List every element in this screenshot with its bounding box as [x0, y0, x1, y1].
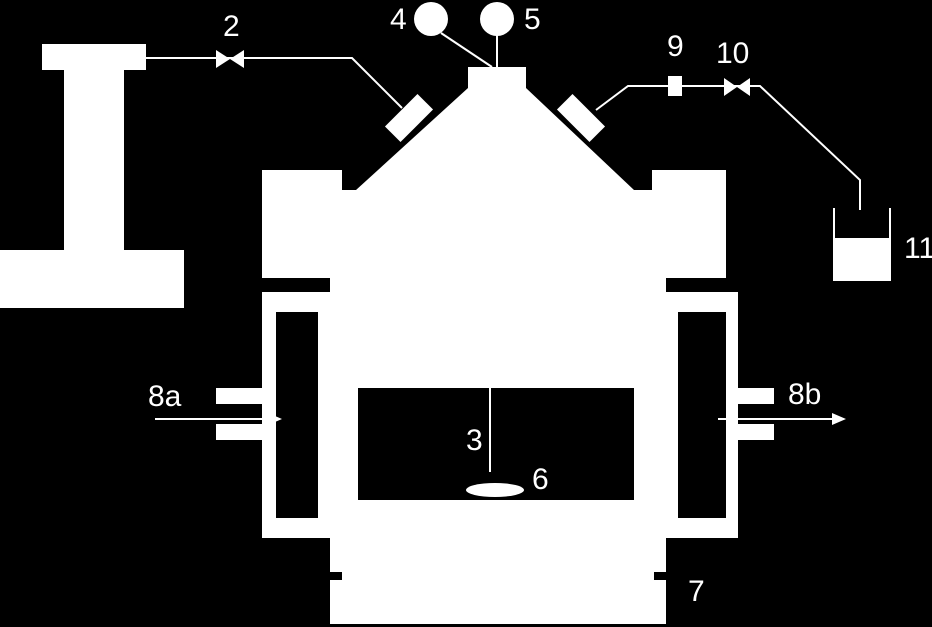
jacket-left	[262, 292, 330, 538]
vent-line	[595, 85, 861, 210]
label-8a: 8a	[148, 380, 182, 413]
base-lower	[330, 580, 666, 624]
right-port-flange	[556, 93, 606, 143]
label-3: 3	[466, 424, 483, 457]
inlet-nozzle-bottom	[216, 424, 262, 440]
base-upper	[330, 538, 666, 572]
gauge-4-icon	[414, 2, 448, 36]
outlet-nozzle-top	[738, 388, 774, 404]
outlet-nozzle-bottom	[738, 424, 774, 440]
inlet-arrow-head	[268, 413, 282, 425]
gauge-5-icon	[480, 2, 514, 36]
label-7: 7	[688, 575, 705, 608]
label-5: 5	[524, 3, 541, 36]
inner-chamber	[358, 388, 634, 500]
left-port-flange	[384, 93, 434, 143]
filter-9-icon	[668, 76, 682, 96]
gauge-4-line	[440, 32, 493, 68]
valve-2-icon	[216, 50, 244, 68]
base-neck	[342, 570, 654, 582]
top-cap	[468, 67, 526, 89]
jacket-right	[666, 292, 738, 538]
outlet-arrow-head	[832, 413, 846, 425]
gas-cylinder	[0, 44, 184, 308]
label-10: 10	[716, 37, 749, 70]
label-6: 6	[532, 463, 549, 496]
gas-line	[146, 57, 403, 109]
label-4: 4	[390, 3, 407, 36]
sample-6-icon	[466, 483, 524, 497]
collector-liquid	[834, 238, 890, 280]
label-8b: 8b	[788, 378, 821, 411]
label-11: 11	[904, 232, 932, 265]
inlet-nozzle-top	[216, 388, 262, 404]
valve-10-icon	[724, 78, 750, 96]
label-9: 9	[667, 30, 684, 63]
label-2: 2	[223, 10, 240, 43]
